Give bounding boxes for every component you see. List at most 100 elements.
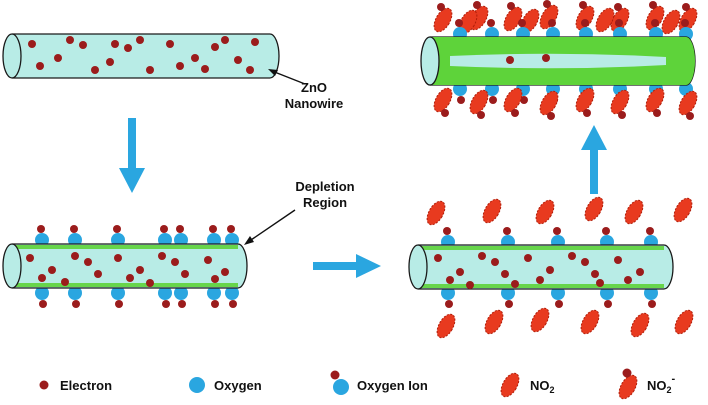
legend-oxygen-ion-label: Oxygen Ion [357, 378, 428, 393]
electron-dot-icon [211, 275, 219, 283]
electron-dot-icon [434, 254, 442, 262]
no2-ion-icon [571, 1, 599, 34]
arrow-down-icon [119, 118, 145, 193]
no2-molecule-icon [670, 306, 698, 338]
electron-dot-icon [66, 36, 74, 44]
oxygen-ion-icon [174, 286, 188, 308]
no2-ion-icon [535, 0, 563, 33]
legend-oxygen-ion: Oxygen Ion [330, 370, 428, 395]
no2-ion-icon [674, 3, 702, 36]
electron-dot-icon [28, 40, 36, 48]
electron-dot-icon [126, 274, 134, 282]
electron-dot-icon [79, 41, 87, 49]
legend-no2: NO2 [496, 369, 555, 401]
electron-dot-icon [94, 270, 102, 278]
electron-dot-icon [221, 36, 229, 44]
electron-dot-icon [511, 280, 519, 288]
arrow-right-icon [313, 254, 381, 278]
legend-oxygen-label: Oxygen [214, 378, 262, 393]
nanowire-body [12, 33, 280, 79]
nanowire-no2-adsorbed [420, 0, 702, 120]
legend-no2-ion-label: NO2- [647, 373, 676, 395]
depletion-region-top [418, 246, 664, 250]
no2-ion-icon [429, 84, 457, 117]
electron-dot-icon [568, 252, 576, 260]
oxygen-ion-icon [68, 286, 82, 308]
nanowire-plain [2, 33, 280, 79]
electron-dot-icon [491, 258, 499, 266]
electron-dot-icon [38, 274, 46, 282]
no2-ion-icon [465, 86, 493, 119]
legend-no2-label: NO2 [530, 378, 555, 395]
electron-dot-icon [26, 254, 34, 262]
electron-dot-icon [106, 58, 114, 66]
no2-ion-icon [606, 86, 634, 119]
no2-molecule-icon [531, 196, 559, 228]
no2-ion-icon [571, 84, 599, 117]
electron-dot-icon [136, 266, 144, 274]
depletion-label-line2: Region [303, 195, 347, 210]
electron-dot-icon [446, 276, 454, 284]
no2-molecule-icon [669, 194, 697, 226]
no2-ion-icon [606, 3, 634, 36]
nanowire-end-cap [2, 33, 22, 79]
no2-molecule-icon [626, 309, 654, 341]
electron-dot-icon [181, 270, 189, 278]
electron-dot-icon [204, 256, 212, 264]
depletion-region-bottom [418, 284, 664, 288]
electron-dot-icon [614, 256, 622, 264]
no2-molecule-icon [432, 310, 460, 342]
oxygen-ion-icon [330, 370, 349, 395]
electron-dot-icon [211, 43, 219, 51]
oxygen-ion-icon [225, 286, 239, 308]
electron-dot-icon [91, 66, 99, 74]
electron-dot-icon [84, 258, 92, 266]
electron-dot-icon [171, 258, 179, 266]
electron-dot-icon [596, 279, 604, 287]
nanowire-oxygen-adsorbed [2, 225, 248, 308]
depletion-label-line1: Depletion [295, 179, 354, 194]
electron-dot-icon [111, 40, 119, 48]
electron-dot-icon [48, 266, 56, 274]
no2-ion-icon [614, 368, 642, 403]
no2-molecule-icon [576, 306, 604, 338]
no2-molecule-icon [496, 369, 524, 401]
no2-ion-icon [465, 1, 493, 34]
no2-ion-icon [641, 84, 669, 117]
nanowire-body [418, 244, 674, 290]
electron-dot-icon [54, 54, 62, 62]
oxygen-ion-icon [207, 286, 221, 308]
no2-molecule-icon [480, 306, 508, 338]
no2-ion-icon [641, 1, 669, 34]
electron-dot-icon [581, 258, 589, 266]
electron-dot-icon [146, 279, 154, 287]
no2-molecule-icon [422, 197, 450, 229]
electron-dot-icon [136, 36, 144, 44]
electron-dot-icon [61, 278, 69, 286]
electron-dot-icon [546, 266, 554, 274]
electron-dot-icon [636, 268, 644, 276]
zno-nanowire-label: ZnO Nanowire [268, 69, 343, 111]
electron-dot-icon [624, 276, 632, 284]
legend-electron: Electron [39, 378, 112, 393]
electron-dot-icon [456, 268, 464, 276]
electron-dot-icon [506, 56, 514, 64]
nanowire-end-cap [2, 243, 22, 289]
legend-electron-label: Electron [60, 378, 112, 393]
electron-dot-icon [221, 268, 229, 276]
no2-ion-icon [535, 87, 563, 120]
no2-molecule-icon [620, 196, 648, 228]
electron-dot-icon [478, 252, 486, 260]
no2-ion-icon [499, 2, 527, 35]
conduction-channel [450, 53, 666, 69]
electron-dot-icon [36, 62, 44, 70]
electron-dot-icon [251, 38, 259, 46]
electron-dot-icon [39, 380, 49, 390]
electron-dot-icon [246, 66, 254, 74]
nanowire-end-cap [420, 36, 440, 86]
electron-dot-icon [234, 56, 242, 64]
electron-dot-icon [114, 254, 122, 262]
nanowire-body [12, 243, 248, 289]
electron-dot-icon [124, 44, 132, 52]
